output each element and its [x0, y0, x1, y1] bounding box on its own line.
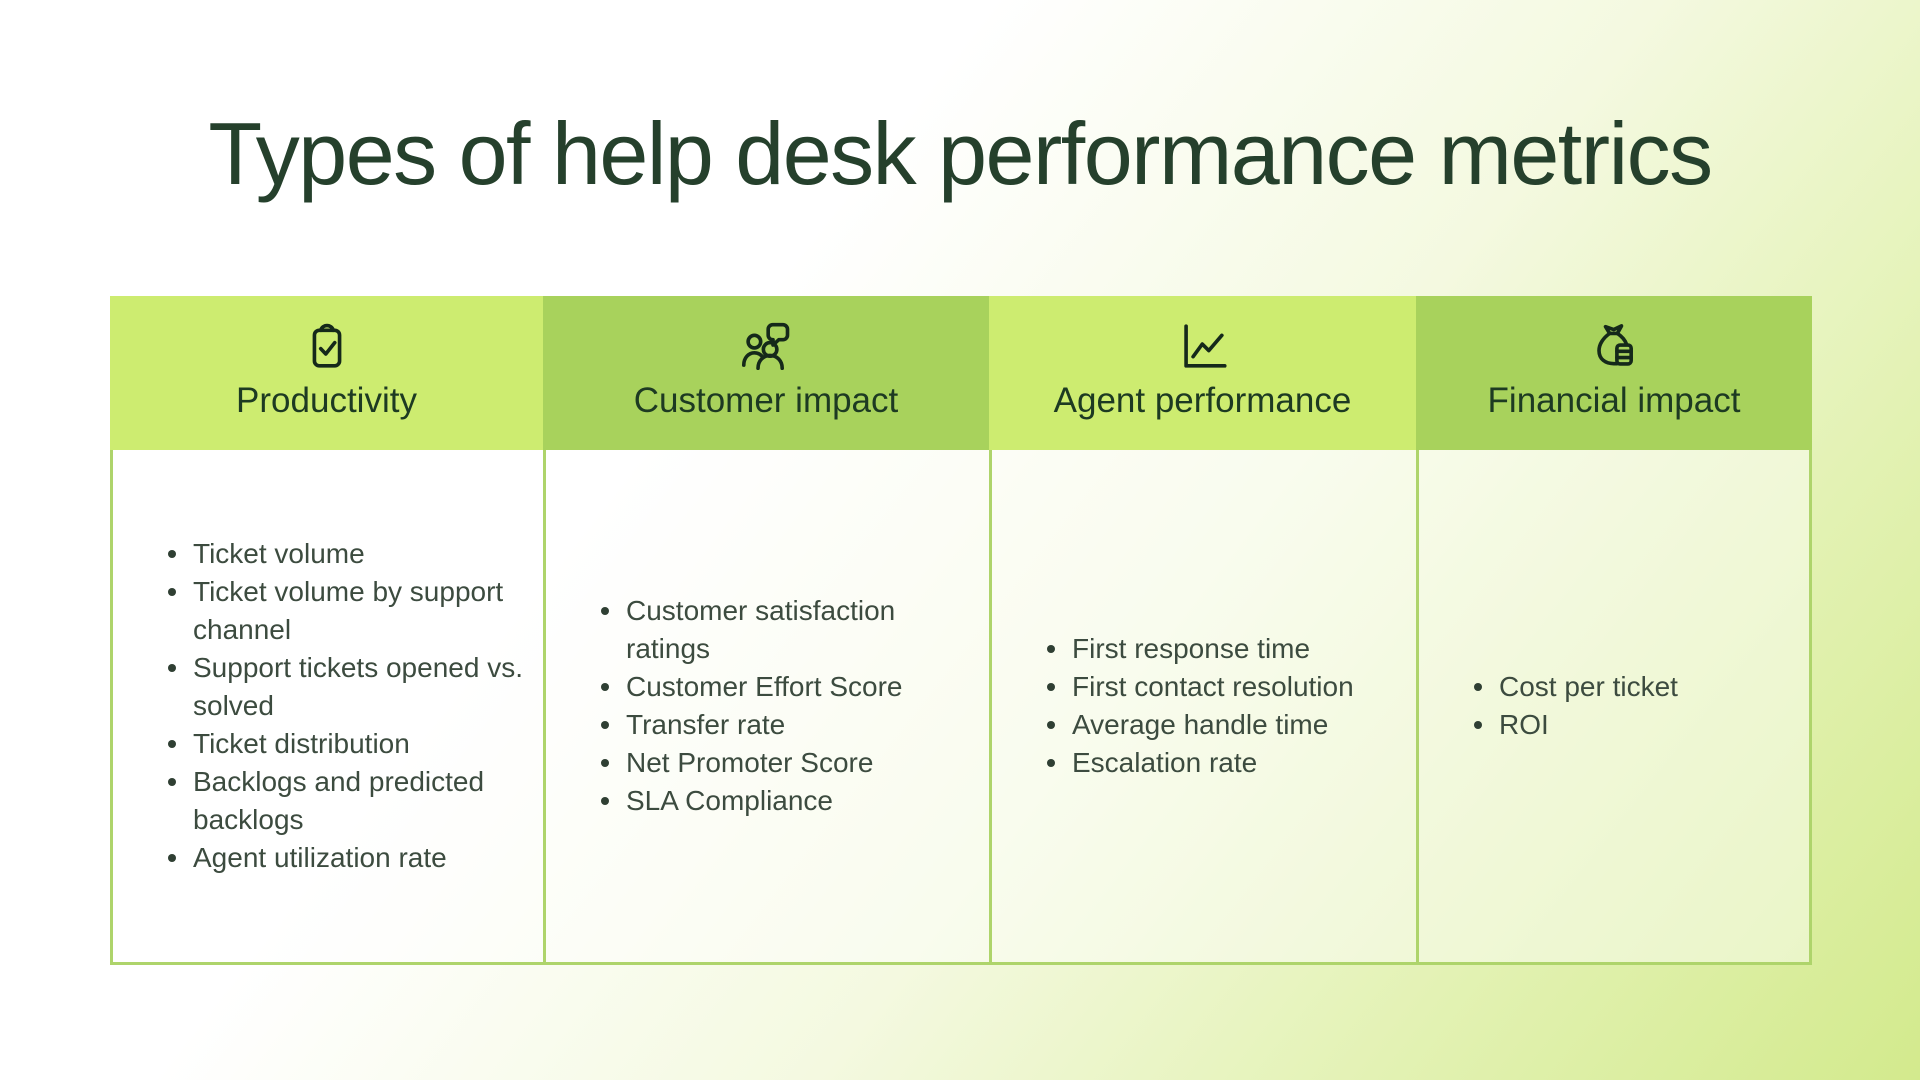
line-chart-icon — [1174, 317, 1232, 375]
metric-item: Net Promoter Score — [592, 744, 969, 782]
metric-item: Transfer rate — [592, 706, 969, 744]
metric-item: First contact resolution — [1038, 668, 1354, 706]
metric-item: First response time — [1038, 630, 1354, 668]
metric-item: Agent utilization rate — [159, 839, 523, 877]
metric-item: Ticket distribution — [159, 725, 523, 763]
metric-item: SLA Compliance — [592, 782, 969, 820]
metric-item: Support tickets opened vs. solved — [159, 649, 523, 725]
money-bag-icon — [1585, 317, 1643, 375]
column-title-agent-performance: Agent performance — [1053, 381, 1352, 420]
metric-item: Escalation rate — [1038, 744, 1354, 782]
column-header-customer-impact: Customer impact — [543, 296, 989, 450]
metric-item: Average handle time — [1038, 706, 1354, 744]
metrics-table: Productivity Customer impact Agent perform… — [110, 296, 1812, 965]
metric-item: ROI — [1465, 706, 1678, 744]
column-header-financial-impact: Financial impact — [1416, 296, 1812, 450]
metric-item: Backlogs and predicted backlogs — [159, 763, 523, 839]
metric-item: Cost per ticket — [1465, 668, 1678, 706]
column-title-productivity: Productivity — [236, 381, 417, 420]
metric-item: Customer Effort Score — [592, 668, 969, 706]
clipboard-check-icon — [298, 317, 356, 375]
page-title: Types of help desk performance metrics — [208, 104, 1713, 203]
column-header-agent-performance: Agent performance — [989, 296, 1416, 450]
customers-chat-icon — [737, 317, 795, 375]
column-title-financial-impact: Financial impact — [1487, 381, 1741, 420]
table-header-row: Productivity Customer impact Agent perform… — [110, 296, 1812, 450]
column-header-productivity: Productivity — [110, 296, 543, 450]
metric-item: Ticket volume by support channel — [159, 573, 523, 649]
column-title-customer-impact: Customer impact — [633, 381, 899, 420]
metric-item: Ticket volume — [159, 535, 523, 573]
metric-item: Customer satisfaction ratings — [592, 592, 969, 668]
